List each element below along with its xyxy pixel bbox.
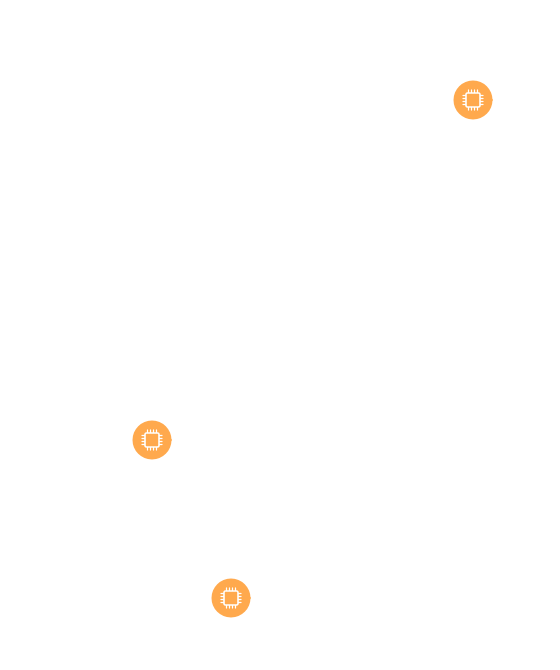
cpu-chip-icon xyxy=(453,80,493,120)
cpu-chip-icon xyxy=(211,578,251,618)
diagram-node[interactable] xyxy=(211,578,251,618)
cpu-chip-icon xyxy=(132,420,172,460)
diagram-node[interactable] xyxy=(132,420,172,460)
diagram-node[interactable] xyxy=(453,80,493,120)
